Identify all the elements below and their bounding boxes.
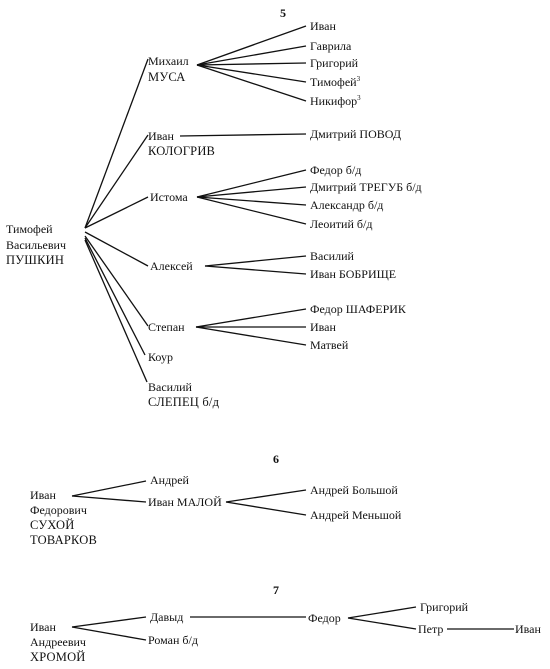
person-vasily: Василий [148, 380, 192, 394]
person-ivan: Иван [148, 129, 174, 143]
root-name-given: Тимофей [6, 222, 53, 236]
person-mikhail-child-5: Никифор3 [310, 94, 361, 108]
root-surname: ПУШКИН [6, 253, 65, 267]
person-ivan-maloy-child-1: Андрей Большой [310, 483, 398, 497]
person-kour: Коур [148, 350, 173, 364]
root7-nickname: ХРОМОЙ [30, 650, 86, 664]
root6-patronymic: Федорович [30, 503, 87, 517]
root6-nickname: СУХОЙ [30, 518, 75, 532]
person-ivan-petrovich: Иван [515, 622, 541, 636]
person-istoma-child-2: Дмитрий ТРЕГУБ б/д [310, 180, 422, 194]
person-mikhail-child-3: Григорий [310, 56, 359, 70]
person-davyd: Давыд [150, 610, 184, 624]
person-fedor: Федор [308, 611, 341, 625]
person-mikhail-nickname: МУСА [148, 70, 186, 84]
person-petr: Петр [418, 622, 444, 636]
edge-root-istoma [84, 196, 149, 229]
person-grigory: Григорий [420, 600, 469, 614]
person-roman: Роман б/д [148, 633, 198, 647]
edge-root-stepan [84, 235, 149, 327]
diagram-number-7: 7 [273, 583, 279, 597]
person-istoma-child-3: Александр б/д [310, 198, 384, 212]
person-stepan-child-1: Федор ШАФЕРИК [310, 302, 406, 316]
root7-patronymic: Андреевич [30, 635, 86, 649]
person-istoma-child-1: Федор б/д [310, 163, 362, 177]
person-stepan-child-2: Иван [310, 320, 336, 334]
edge-root-mikhail [84, 58, 149, 229]
root-patronymic: Васильевич [6, 238, 66, 252]
edge-root-kour [84, 237, 146, 356]
person-ivan-nickname: КОЛОГРИВ [148, 144, 216, 158]
person-aleksey: Алексей [150, 259, 193, 273]
person-aleksey-child-1: Василий [310, 249, 354, 263]
edge-root-vasily [84, 239, 148, 383]
person-stepan-child-3: Матвей [310, 338, 349, 352]
root7-name-given: Иван [30, 620, 56, 634]
person-andrey: Андрей [150, 473, 189, 487]
person-ivan-maloy: Иван МАЛОЙ [148, 495, 222, 509]
root6-name-given: Иван [30, 488, 56, 502]
footnote-mark: 3 [357, 94, 361, 102]
footnote-mark: 3 [356, 75, 361, 83]
root6-surname: ТОВАРКОВ [30, 533, 98, 547]
edge-root-aleksey [84, 231, 149, 267]
diagram-number-6: 6 [273, 452, 279, 466]
person-vasily-nickname: СЛЕПЕЦ б/д [148, 395, 220, 409]
person-stepan: Степан [148, 320, 185, 334]
diagram-number-5: 5 [280, 6, 286, 20]
person-mikhail-child-4: Тимофей3 [310, 75, 361, 89]
person-aleksey-child-2: Иван БОБРИЩЕ [310, 267, 397, 281]
person-istoma: Истома [150, 190, 188, 204]
person-mikhail: Михаил [148, 54, 189, 68]
person-mikhail-child-1: Иван [310, 19, 336, 33]
person-ivan-maloy-child-2: Андрей Меньшой [310, 508, 402, 522]
edge-root-ivan [84, 134, 149, 229]
person-mikhail-child-2: Гаврила [310, 39, 352, 53]
person-istoma-child-4: Леоитий б/д [310, 217, 373, 231]
person-ivan-child-1: Дмитрий ПОВОД [310, 127, 402, 141]
